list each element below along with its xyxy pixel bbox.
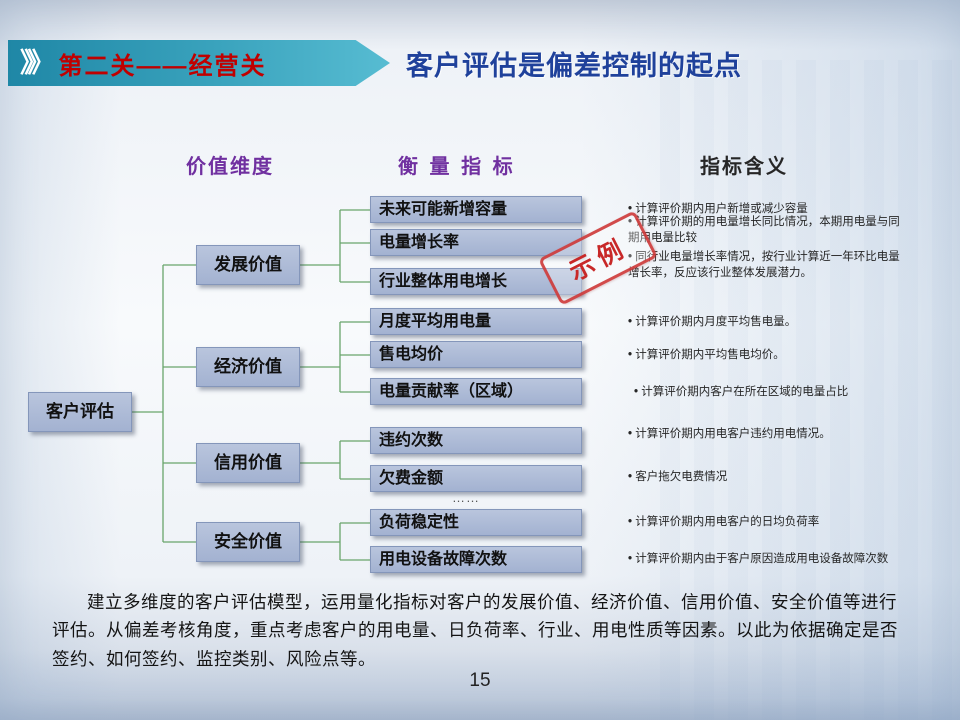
meaning-item: 计算评价期内客户在所在区域的电量占比 [628,384,916,400]
section-banner-label: 第二关——经营关 [58,52,267,80]
meaning-item: 计算评价期内用电客户的日均负荷率 [628,514,910,530]
dimension-node-economic: 经济价值 [196,347,300,387]
metric-node: 电量增长率 [370,229,582,256]
meaning-item: 计算评价期内用电客户违约用电情况。 [628,426,910,442]
dimension-node-safety: 安全价值 [196,522,300,562]
root-node-customer-evaluation: 客户评估 [28,392,132,432]
metric-node: 未来可能新增容量 [370,196,582,223]
meaning-item: 计算评价期的用电量增长同比情况，本期用电量与同期用电量比较 [628,214,910,246]
column-header-meaning: 指标含义 [700,156,788,178]
column-header-dimension: 价值维度 [186,156,274,178]
metric-node: 用电设备故障次数 [370,546,582,573]
summary-paragraph: 建立多维度的客户评估模型，运用量化指标对客户的发展价值、经济价值、信用价值、安全… [52,592,898,669]
dimension-node-credit: 信用价值 [196,443,300,483]
metric-node: 行业整体用电增长 [370,268,582,295]
page-number: 15 [469,670,491,691]
meaning-item: 计算评价期内月度平均售电量。 [628,314,910,330]
metric-node: 违约次数 [370,427,582,454]
metric-node: 月度平均用电量 [370,308,582,335]
dimension-node-development: 发展价值 [196,245,300,285]
metrics-ellipsis: …… [452,490,480,505]
meaning-item: 计算评价期内平均售电均价。 [628,347,910,363]
meaning-item: 计算评价期内用户新增或减少容量 [628,201,910,217]
metric-node: 电量贡献率（区域） [370,378,582,405]
slide-title: 客户评估是偏差控制的起点 [406,51,742,81]
section-banner: 》》 第二关——经营关 [8,40,390,86]
meaning-item: 计算评价期内由于客户原因造成用电设备故障次数 [628,551,910,567]
background-decoration [0,650,960,720]
meaning-item: 同行业电量增长率情况，按行业计算近一年环比电量增长率，反应该行业整体发展潜力。 [628,249,910,281]
metric-node: 欠费金额 [370,465,582,492]
column-header-metric: 衡 量 指 标 [398,156,516,178]
background-decoration [0,0,120,720]
meaning-item: 客户拖欠电费情况 [628,469,910,485]
metric-node: 负荷稳定性 [370,509,582,536]
double-chevron-icon: 》》 [20,47,54,78]
metric-node: 售电均价 [370,341,582,368]
